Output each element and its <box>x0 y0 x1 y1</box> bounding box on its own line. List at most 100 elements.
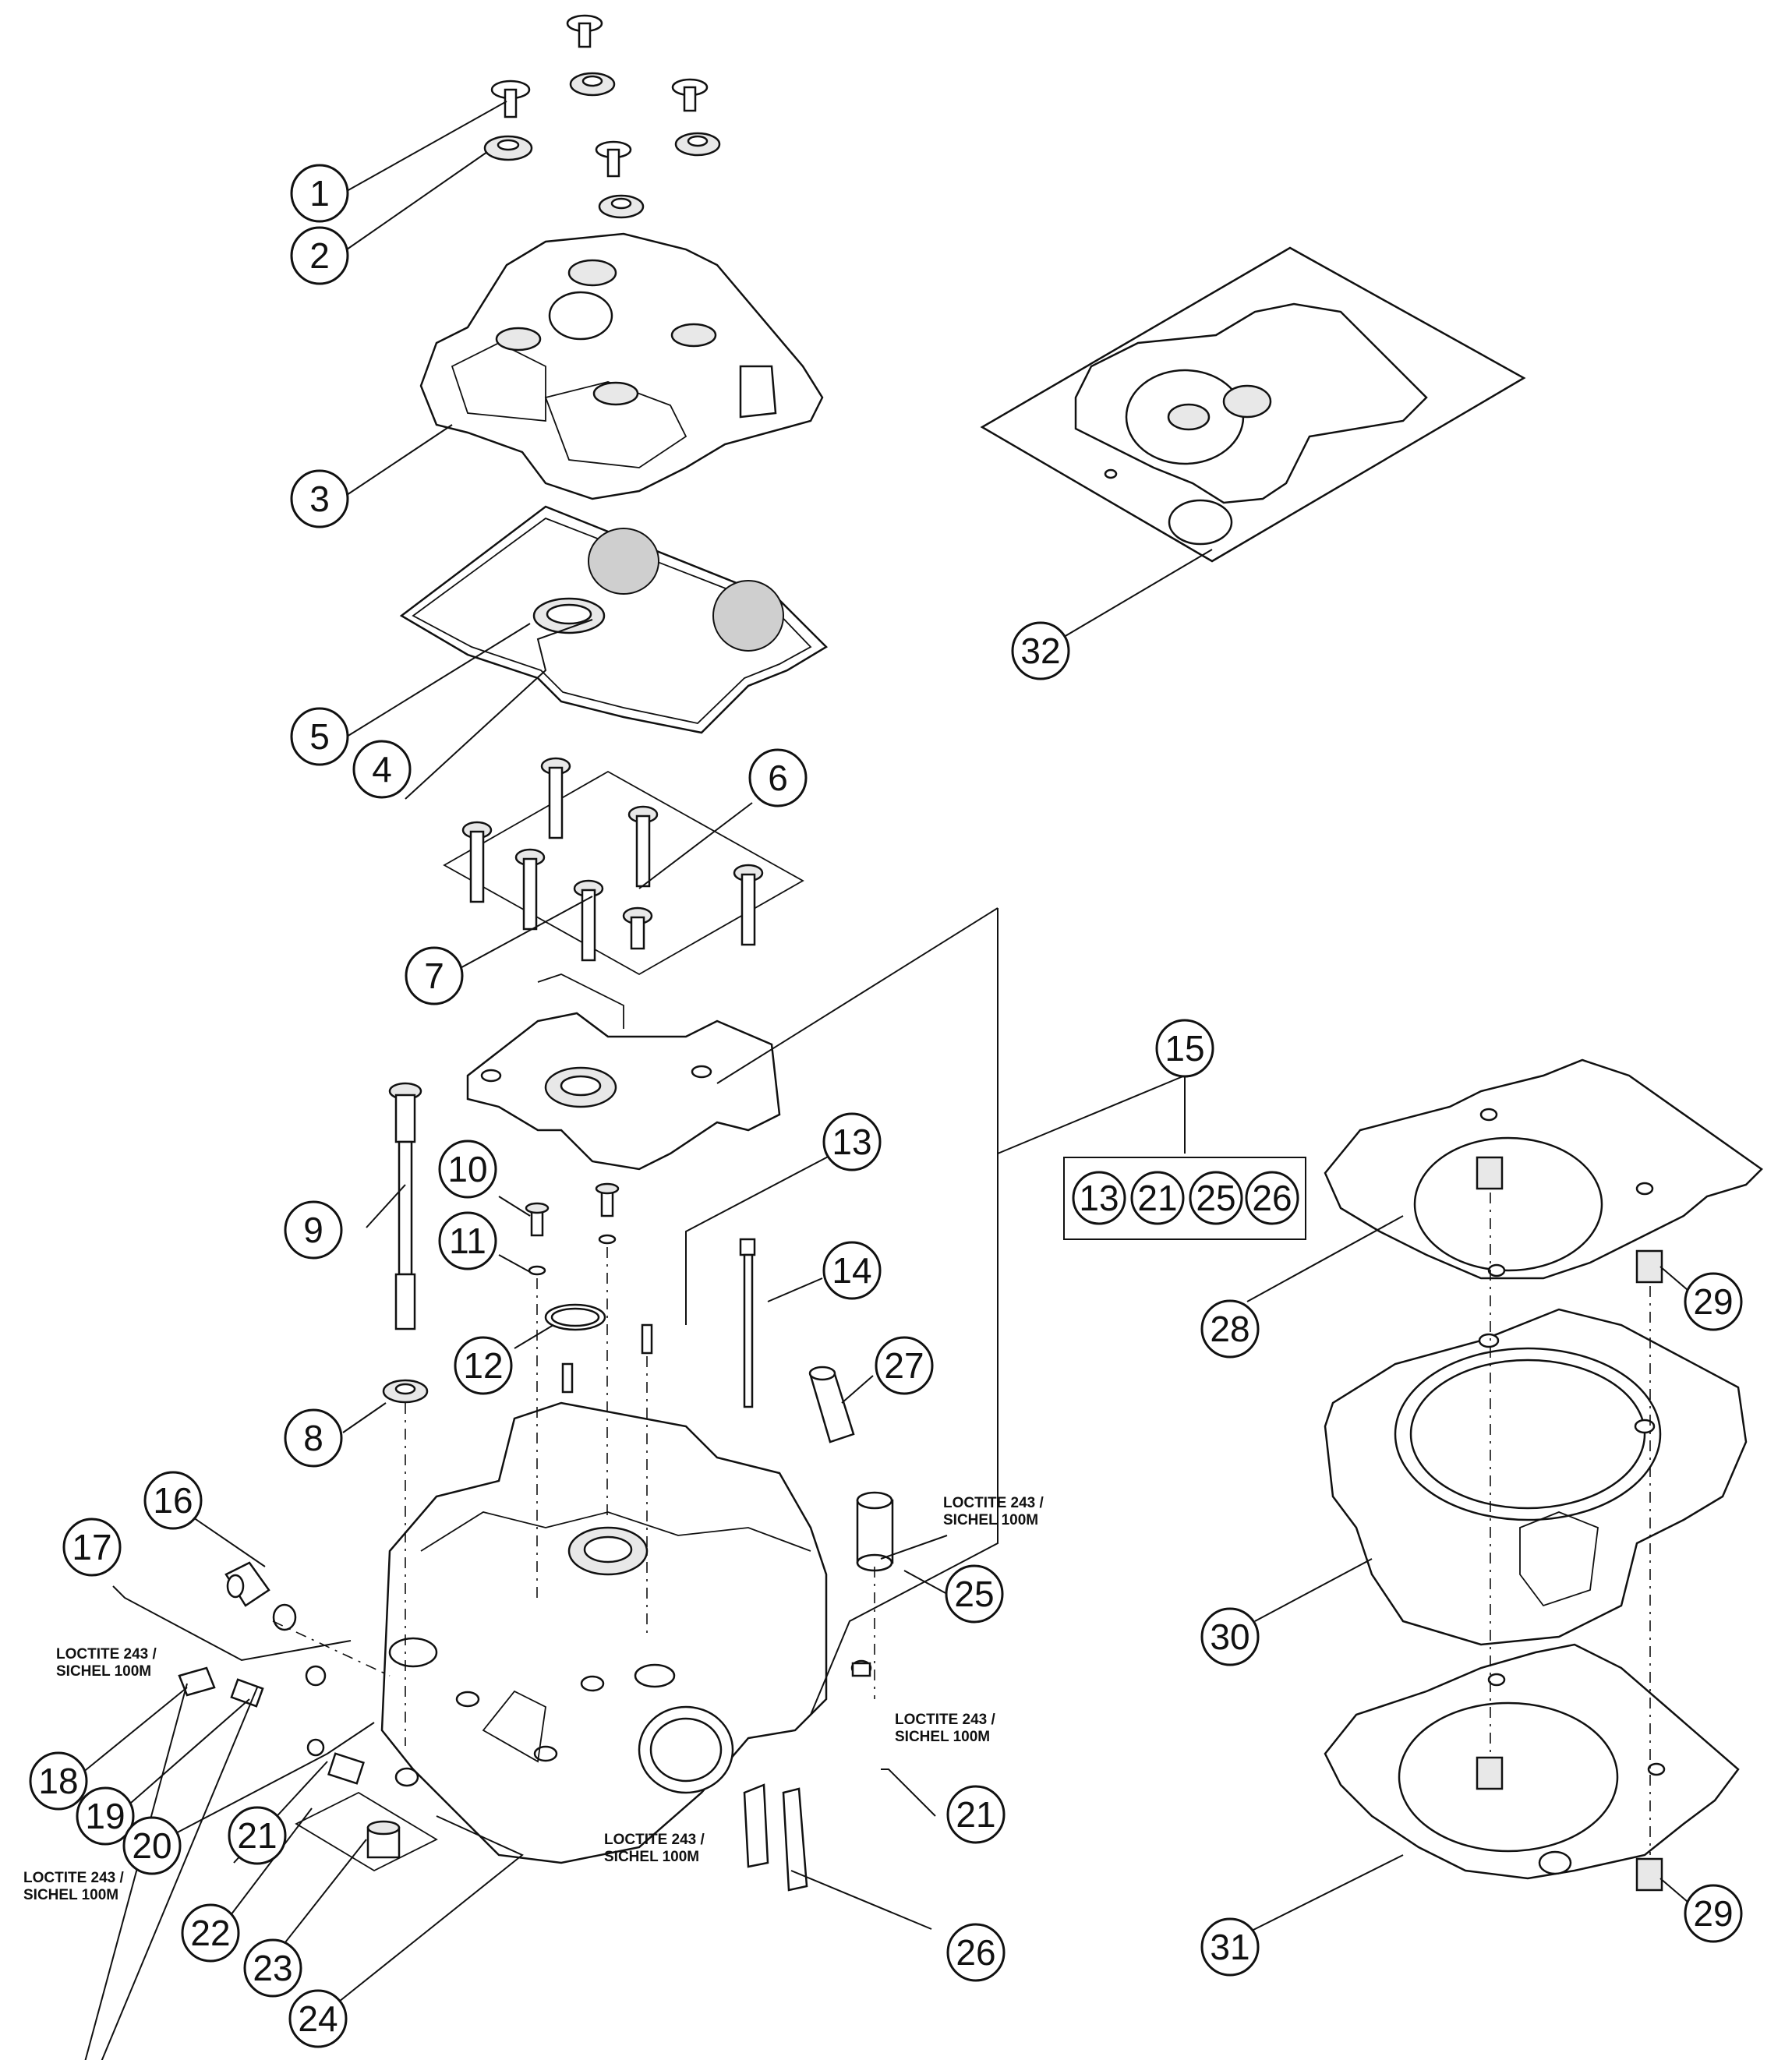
svg-text:31: 31 <box>1210 1927 1249 1967</box>
callout-9[interactable]: 9 <box>284 1200 343 1260</box>
callout-29-top[interactable]: 29 <box>1684 1272 1743 1331</box>
svg-text:2: 2 <box>309 235 330 276</box>
svg-text:29: 29 <box>1693 1281 1733 1322</box>
svg-text:SICHEL 100M: SICHEL 100M <box>943 1512 1038 1528</box>
kit-15-contents: 13 21 25 26 <box>1063 1157 1306 1240</box>
callout-22[interactable]: 22 <box>181 1903 240 1963</box>
svg-text:3: 3 <box>309 479 330 519</box>
svg-text:21: 21 <box>1137 1178 1177 1218</box>
callout-16[interactable]: 16 <box>143 1471 203 1530</box>
svg-text:18: 18 <box>38 1761 78 1801</box>
svg-text:12: 12 <box>463 1345 503 1386</box>
callout-1[interactable]: 1 <box>290 164 349 223</box>
svg-text:27: 27 <box>884 1345 924 1386</box>
callout-29-bottom[interactable]: 29 <box>1684 1884 1743 1943</box>
callout-19[interactable]: 19 <box>76 1786 135 1846</box>
svg-text:15: 15 <box>1165 1028 1204 1069</box>
callout-2[interactable]: 2 <box>290 226 349 285</box>
kit-item-26[interactable]: 26 <box>1245 1171 1299 1225</box>
svg-text:25: 25 <box>954 1574 994 1614</box>
svg-text:29: 29 <box>1693 1893 1733 1934</box>
callout-31[interactable]: 31 <box>1200 1917 1260 1977</box>
callout-30[interactable]: 30 <box>1200 1607 1260 1666</box>
svg-text:26: 26 <box>956 1932 995 1973</box>
svg-text:13: 13 <box>1079 1178 1119 1218</box>
svg-text:32: 32 <box>1020 631 1060 671</box>
gasket-set <box>980 246 1526 563</box>
callout-24[interactable]: 24 <box>288 1989 348 2048</box>
threadlock-note-19: LOCTITE 243 / SICHEL 100M <box>56 1646 157 1680</box>
svg-text:28: 28 <box>1210 1309 1249 1349</box>
svg-text:17: 17 <box>72 1527 111 1567</box>
kit-item-13[interactable]: 13 <box>1072 1171 1126 1225</box>
callout-5[interactable]: 5 <box>290 707 349 766</box>
threadlock-note-21-right: LOCTITE 243 / SICHEL 100M <box>895 1712 996 1745</box>
callout-25[interactable]: 25 <box>945 1564 1004 1624</box>
svg-text:23: 23 <box>253 1948 292 1988</box>
svg-text:10: 10 <box>447 1149 487 1189</box>
kit-item-25[interactable]: 25 <box>1189 1171 1243 1225</box>
cover-screws-and-washers <box>483 14 721 219</box>
head-small-parts <box>525 1182 855 1443</box>
alignment-lines <box>272 1193 1651 1855</box>
head-side-fittings <box>178 1561 438 1872</box>
svg-text:LOCTITE 243 /: LOCTITE 243 / <box>56 1646 157 1662</box>
svg-text:25: 25 <box>1196 1178 1235 1218</box>
valve-cover-gasket <box>399 505 829 734</box>
svg-text:4: 4 <box>372 749 392 790</box>
threadlock-note-26: LOCTITE 243 / SICHEL 100M <box>604 1832 705 1865</box>
svg-text:SICHEL 100M: SICHEL 100M <box>895 1729 990 1745</box>
callout-28[interactable]: 28 <box>1200 1299 1260 1359</box>
callout-3[interactable]: 3 <box>290 469 349 528</box>
svg-text:6: 6 <box>768 758 788 798</box>
callout-17[interactable]: 17 <box>62 1518 122 1577</box>
camshaft-bearing-bridge <box>466 973 781 1171</box>
svg-text:LOCTITE 243 /: LOCTITE 243 / <box>604 1832 705 1848</box>
svg-text:24: 24 <box>298 1998 338 2039</box>
valve-cover <box>419 232 824 500</box>
svg-text:1: 1 <box>309 173 330 214</box>
callout-20[interactable]: 20 <box>122 1816 182 1875</box>
cylinder-head-gasket <box>1324 1058 1763 1284</box>
svg-text:LOCTITE 243 /: LOCTITE 243 / <box>23 1870 125 1886</box>
svg-text:SICHEL 100M: SICHEL 100M <box>56 1663 151 1680</box>
threadlock-note-25: LOCTITE 243 / SICHEL 100M <box>943 1495 1044 1528</box>
svg-text:14: 14 <box>832 1250 871 1291</box>
callout-23[interactable]: 23 <box>243 1938 302 1998</box>
svg-text:16: 16 <box>153 1480 193 1521</box>
callout-12[interactable]: 12 <box>454 1336 513 1395</box>
callout-21-left[interactable]: 21 <box>228 1806 287 1865</box>
svg-text:9: 9 <box>303 1210 323 1250</box>
callout-7[interactable]: 7 <box>405 946 464 1005</box>
svg-text:22: 22 <box>190 1913 230 1953</box>
camshaft-bearing-bolts <box>443 757 804 976</box>
callout-21-right[interactable]: 21 <box>946 1785 1006 1844</box>
svg-text:7: 7 <box>424 956 444 996</box>
svg-text:13: 13 <box>832 1122 871 1162</box>
callout-15[interactable]: 15 <box>1155 1019 1214 1078</box>
svg-text:20: 20 <box>132 1825 171 1866</box>
callout-14[interactable]: 14 <box>822 1241 882 1300</box>
callout-8[interactable]: 8 <box>284 1408 343 1468</box>
callout-27[interactable]: 27 <box>875 1336 934 1395</box>
svg-text:5: 5 <box>309 716 330 757</box>
callout-26[interactable]: 26 <box>946 1923 1006 1982</box>
cylinder-head-stud <box>382 1082 429 1404</box>
callout-10[interactable]: 10 <box>438 1140 497 1199</box>
svg-text:SICHEL 100M: SICHEL 100M <box>604 1849 699 1865</box>
svg-text:LOCTITE 243 /: LOCTITE 243 / <box>895 1712 996 1728</box>
threadlock-note-21-left: LOCTITE 243 / SICHEL 100M <box>23 1870 125 1903</box>
callout-18[interactable]: 18 <box>29 1751 88 1811</box>
svg-text:SICHEL 100M: SICHEL 100M <box>23 1887 118 1903</box>
svg-text:8: 8 <box>303 1418 323 1458</box>
cylinder-base-gasket <box>1324 1643 1740 1892</box>
callout-11[interactable]: 11 <box>438 1211 497 1270</box>
callout-6[interactable]: 6 <box>748 748 808 807</box>
callout-4[interactable]: 4 <box>352 740 412 799</box>
svg-text:21: 21 <box>237 1815 277 1856</box>
callout-32[interactable]: 32 <box>1011 621 1070 680</box>
kit-item-21[interactable]: 21 <box>1130 1171 1185 1225</box>
cylinder <box>1324 1308 1748 1646</box>
callout-13[interactable]: 13 <box>822 1112 882 1171</box>
